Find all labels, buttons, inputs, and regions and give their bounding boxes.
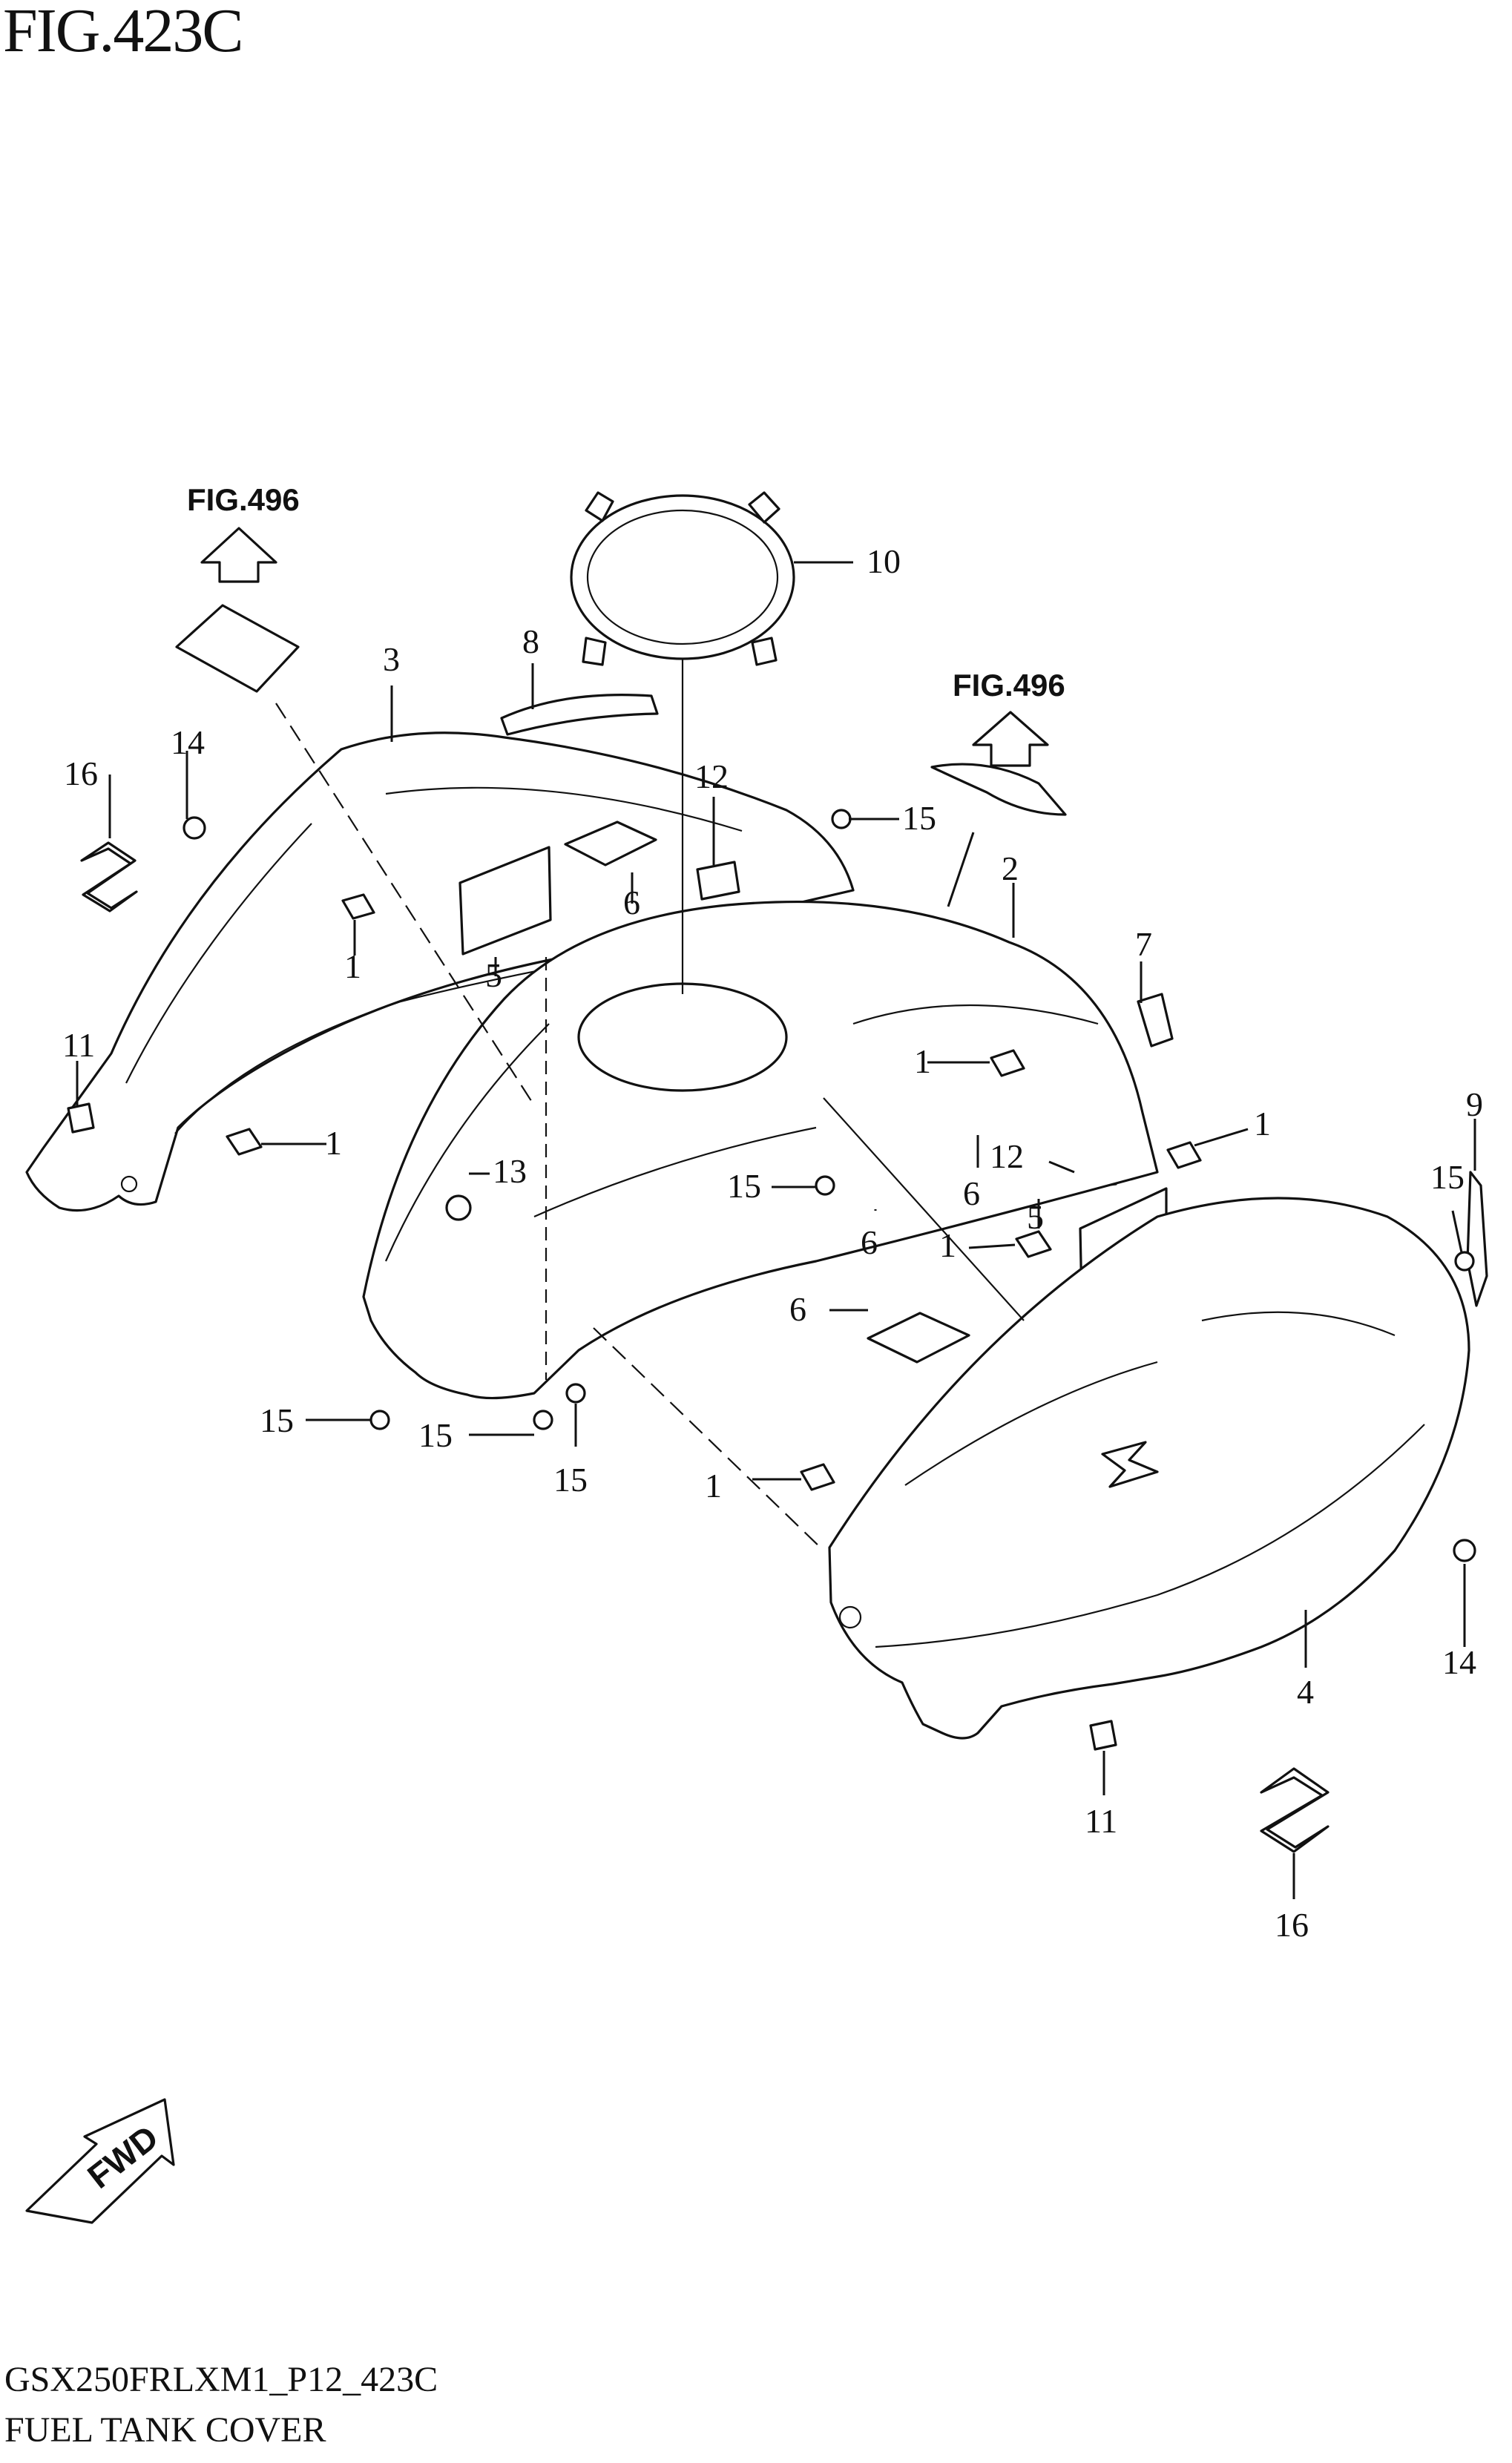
tank-cover-part-1: [362, 901, 1159, 1400]
callout-1: 1: [1254, 1105, 1271, 1142]
fwd-arrow-icon: [25, 2098, 175, 2224]
callout-1: 1: [344, 947, 361, 985]
strip-part-9: [1466, 1171, 1488, 1307]
decal-sheet-part-3: [175, 604, 300, 693]
callout-9: 9: [1466, 1085, 1483, 1123]
callout-14: 14: [171, 723, 205, 761]
side-cover-part-3: [25, 731, 855, 1212]
callout-13: 13: [493, 1152, 527, 1190]
emblem-part-16-left: [80, 841, 138, 912]
screw-part-15: [369, 809, 1475, 1430]
diagram-name: FUEL TANK COVER: [4, 2410, 326, 2450]
fig496-ref-left-label: FIG.496: [187, 482, 300, 517]
callout-labels: 10 8 3 14 16 12 15 6 2 7 1 5 11 1 13 1 1…: [62, 542, 1483, 1944]
fig496-ref-right[interactable]: FIG.496: [953, 668, 1065, 767]
pad-part-8: [500, 694, 659, 736]
callout-10: 10: [867, 542, 901, 580]
callout-3: 3: [383, 640, 400, 678]
pad-part-7: [1137, 993, 1174, 1048]
callout-16: 16: [64, 754, 98, 792]
callout-8: 8: [522, 622, 539, 660]
callout-11: 11: [1085, 1802, 1117, 1840]
trim-part-2: [930, 763, 1067, 816]
callout-16: 16: [1275, 1906, 1309, 1944]
callout-6: 6: [861, 1223, 878, 1261]
callout-11: 11: [62, 1026, 95, 1064]
callout-7: 7: [1135, 925, 1152, 963]
callout-12: 12: [694, 757, 729, 795]
screw-part-14: [183, 816, 1476, 1562]
emblem-part-16-right: [1260, 1767, 1329, 1853]
fwd-arrow: FWD: [25, 2098, 175, 2224]
callout-4: 4: [1297, 1673, 1314, 1711]
callout-1: 1: [939, 1226, 956, 1264]
nut-part-11: [67, 1102, 1117, 1751]
callout-15: 15: [418, 1416, 453, 1454]
figure-title: FIG.423C: [3, 0, 243, 65]
callout-1: 1: [914, 1042, 931, 1080]
fuel-cap-ring-part-10: [570, 491, 795, 666]
pad-part-6-c: [867, 1312, 970, 1364]
pad-part-5-a: [458, 846, 552, 956]
side-cover-part-4: [828, 1197, 1470, 1740]
pad-part-6-a: [564, 821, 657, 867]
callout-5: 5: [1027, 1198, 1044, 1236]
callout-1: 1: [325, 1124, 342, 1162]
callout-12: 12: [990, 1137, 1024, 1175]
callout-6: 6: [963, 1174, 980, 1212]
callout-15: 15: [727, 1167, 761, 1205]
callout-2: 2: [1002, 849, 1019, 887]
fig496-ref-right-label: FIG.496: [953, 668, 1065, 703]
callout-15: 15: [902, 799, 936, 837]
pad-part-12-a: [696, 861, 740, 901]
fig496-ref-left[interactable]: FIG.496: [187, 482, 300, 583]
callout-6: 6: [789, 1290, 806, 1328]
up-arrow-icon: [972, 711, 1049, 767]
up-arrow-icon: [200, 527, 277, 583]
callout-1: 1: [705, 1467, 722, 1505]
leader-lines: [76, 561, 1476, 1899]
clip-part-1: [226, 893, 1202, 1491]
callout-6: 6: [623, 884, 640, 921]
callout-5: 5: [485, 956, 502, 994]
diagram-code: GSX250FRLXM1_P12_423C: [4, 2360, 438, 2399]
callout-15: 15: [1430, 1158, 1465, 1196]
bolt-part-13: [445, 1194, 472, 1221]
callout-15: 15: [260, 1401, 294, 1439]
callout-15: 15: [553, 1461, 588, 1499]
callout-14: 14: [1442, 1643, 1476, 1681]
